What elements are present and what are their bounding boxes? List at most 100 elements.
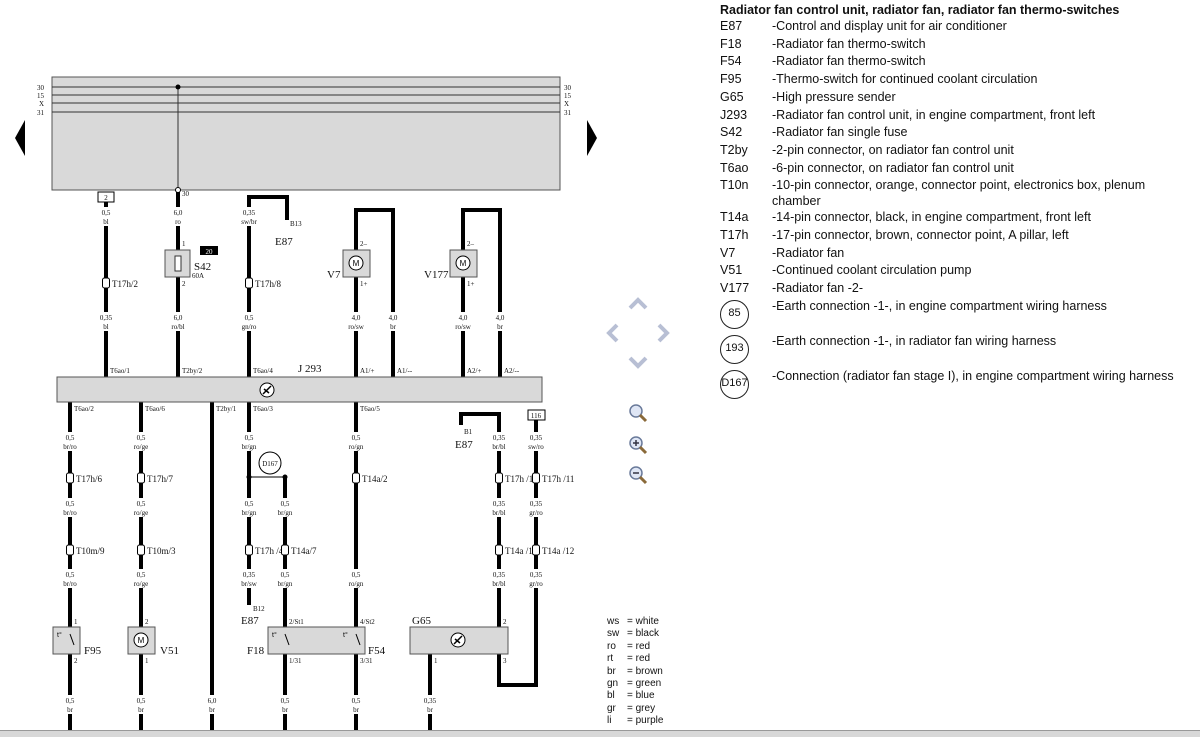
zoom-reset-icon[interactable] <box>629 404 648 423</box>
pin-label: 2– <box>360 240 368 248</box>
wire-color: br/ro <box>63 580 77 588</box>
wire-size: 6,0 <box>208 697 217 705</box>
pin-label: 3/31 <box>360 657 373 665</box>
bus-label-left: 15 <box>37 92 45 100</box>
wire <box>453 635 463 645</box>
legend-item: V177-Radiator fan -2- <box>720 280 1190 298</box>
pin-label: 2 <box>503 618 507 626</box>
pan-left-button[interactable] <box>606 323 619 343</box>
wire-color: br/bl <box>492 509 505 517</box>
wire-color: br <box>209 706 216 714</box>
pin-label: T6ao/2 <box>74 405 94 413</box>
connector-icon <box>352 472 360 484</box>
next-page-arrow[interactable] <box>587 120 597 156</box>
legend-item: G65-High pressure sender <box>720 89 1190 107</box>
wire-size: 0,5 <box>281 571 290 579</box>
wire-color: ro/ge <box>134 580 148 588</box>
connector-icon <box>281 544 289 556</box>
wire-size: 0,35 <box>493 571 506 579</box>
zoom-out-icon[interactable] <box>629 466 648 485</box>
horizontal-scrollbar[interactable] <box>0 730 1200 737</box>
navigation-controls <box>606 297 670 485</box>
wire-color: sw/br <box>241 218 257 226</box>
color-abbrev: gn <box>607 678 619 690</box>
pan-up-button[interactable] <box>628 297 648 310</box>
color-code-row: br= brown <box>607 666 663 678</box>
connector-label: T10m/3 <box>147 546 176 556</box>
wire-label-bg <box>130 695 152 714</box>
wire-label-bg <box>525 432 547 451</box>
legend-code: T10n <box>720 178 749 193</box>
zoom-in-icon[interactable] <box>629 436 648 455</box>
connector-label: T17h /11 <box>542 474 574 484</box>
wire-size: 0,5 <box>281 500 290 508</box>
reference-number: 2 <box>104 194 108 202</box>
pin-label: 3 <box>503 657 507 665</box>
wire-color: ro/gn <box>349 443 364 451</box>
bus-label-left: X <box>39 100 44 108</box>
splice-dot <box>246 474 252 480</box>
color-abbrev: bl <box>607 690 615 702</box>
component-label: E87 <box>275 236 293 248</box>
color-code-row: ws= white <box>607 616 663 628</box>
pin-label: 1+ <box>360 280 368 288</box>
wire-label-bg <box>59 569 81 588</box>
legend-item: 193-Earth connection -1-, in radiator fa… <box>720 333 1190 368</box>
legend-description: -14-pin connector, black, in engine comp… <box>772 210 1091 225</box>
splice-d167 <box>258 451 282 475</box>
wire-color: br/gn <box>242 443 257 451</box>
component-legend: Radiator fan control unit, radiator fan,… <box>720 3 1190 403</box>
pin-label: 1 <box>182 240 186 248</box>
wire-color: br/bl <box>492 443 505 451</box>
legend-item: 85-Earth connection -1-, in engine compa… <box>720 298 1190 333</box>
thermo-switch-f95 <box>52 626 81 655</box>
connector-label: T17h/7 <box>147 474 173 484</box>
legend-description: -2-pin connector, on radiator fan contro… <box>772 142 1014 157</box>
component-label: F54 <box>368 645 386 657</box>
bus-label-left: 31 <box>37 109 45 117</box>
component-label: E87 <box>241 615 259 627</box>
wire-label-bg <box>130 569 152 588</box>
color-abbrev: rt <box>607 653 614 665</box>
pan-right-button[interactable] <box>657 323 670 343</box>
legend-description: -6-pin connector, on radiator fan contro… <box>772 160 1014 175</box>
connector-icon <box>532 472 540 484</box>
color-meaning: = blue <box>627 690 655 702</box>
pin-label: 2/St1 <box>289 618 304 626</box>
previous-page-arrow[interactable] <box>15 120 25 156</box>
legend-title: Radiator fan control unit, radiator fan,… <box>720 3 1120 17</box>
color-code-row: gr= grey <box>607 703 663 715</box>
wire-label-bg <box>274 569 296 588</box>
connector-label: T17h/2 <box>112 279 138 289</box>
component-label: V177 <box>424 269 449 281</box>
wire-size: 0,5 <box>66 571 75 579</box>
pin-label: 2 <box>74 657 78 665</box>
wire-color: br <box>67 706 74 714</box>
wire-label-bg <box>489 312 511 331</box>
color-meaning: = purple <box>627 715 664 727</box>
wire-color: br <box>138 706 145 714</box>
wire-color: ro/ge <box>134 509 148 517</box>
wire-label-bg <box>95 312 117 331</box>
color-abbrev: ws <box>607 616 620 627</box>
wire-label-bg <box>274 498 296 517</box>
wire-size: 0,5 <box>137 434 146 442</box>
pan-down-button[interactable] <box>628 356 648 369</box>
wire <box>263 388 270 394</box>
wire-color: br/bl <box>492 580 505 588</box>
motor-m-glyph: M <box>138 636 145 645</box>
wire-size: 6,0 <box>174 209 183 217</box>
legend-description: -Earth connection -1-, in engine compart… <box>772 298 1107 313</box>
wire-label-bg <box>95 207 117 226</box>
wire-label-bg <box>345 312 367 331</box>
wire-size: 0,5 <box>352 697 361 705</box>
connector-icon <box>137 472 145 484</box>
pin-label: 1 <box>74 618 78 626</box>
wire-size: 4,0 <box>352 314 361 322</box>
component-label: S42 <box>194 261 211 273</box>
component-label: F95 <box>84 645 102 657</box>
wire-label-bg <box>130 498 152 517</box>
reference-box <box>97 191 115 203</box>
legend-code: F95 <box>720 72 742 87</box>
legend-description: -Radiator fan <box>772 245 845 260</box>
